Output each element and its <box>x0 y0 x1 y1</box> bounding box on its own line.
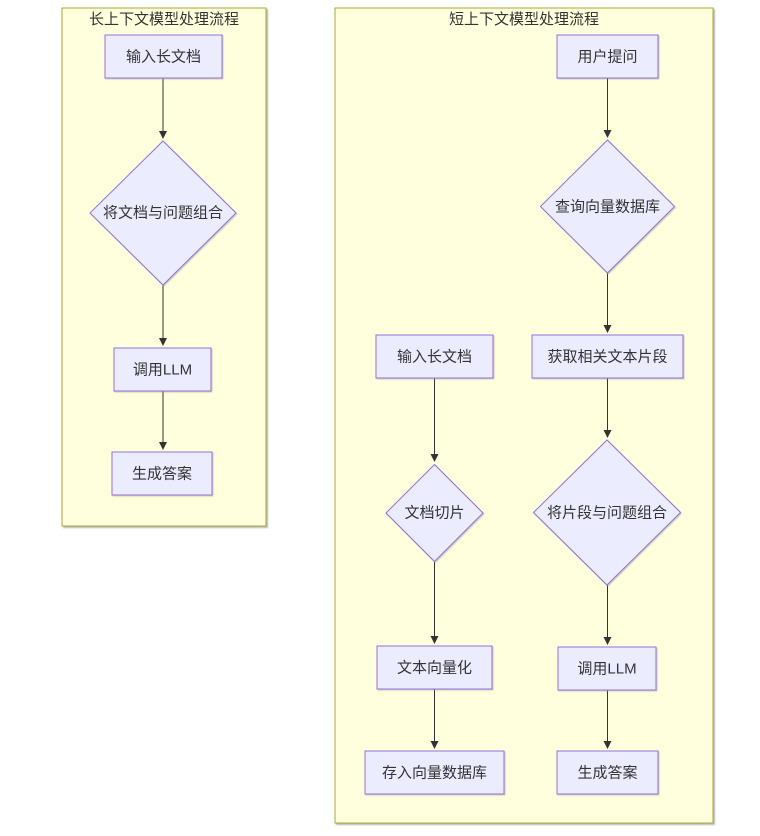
node-combine-doc-question-shape <box>89 140 237 286</box>
cluster-short-context: 短上下文模型处理流程 用户提问 查询向量数据库 获取相关文本片段 将片段与问题组… <box>334 7 714 824</box>
node-generate-answer-left-box <box>111 451 213 496</box>
node-input-doc-label: 输入长文档 <box>126 49 201 66</box>
node-call-llm-right: 调用LLM <box>557 646 657 691</box>
node-combine-doc-question: 将文档与问题组合 <box>89 140 237 286</box>
cluster-short-context-title: 短上下文模型处理流程 <box>449 11 599 28</box>
node-user-question-label: 用户提问 <box>577 49 637 66</box>
node-call-llm-left: 调用LLM <box>113 347 212 392</box>
node-generate-answer-right-label: 生成答案 <box>577 764 637 782</box>
node-call-llm-right-box <box>557 646 657 691</box>
node-combine-fragments-question: 将片段与问题组合 <box>532 439 682 586</box>
node-get-text-fragments-box <box>531 334 684 379</box>
node-slice-doc-label: 文档切片 <box>404 505 464 522</box>
node-combine-fragments-question-shape <box>532 439 682 586</box>
node-store-vector-db-label: 存入向量数据库 <box>382 765 487 782</box>
node-input-long-doc-label: 输入长文档 <box>397 349 472 366</box>
node-generate-answer-left-label: 生成答案 <box>132 465 192 483</box>
node-query-vector-db: 查询向量数据库 <box>539 139 676 274</box>
node-call-llm-left-box <box>113 347 212 392</box>
node-vectorize-text: 文本向量化 <box>376 645 493 690</box>
node-combine-fragments-question-label: 将片段与问题组合 <box>547 505 667 522</box>
cluster-short-context-box <box>334 7 714 824</box>
node-slice-doc-shape <box>385 463 484 563</box>
node-input-long-doc-box <box>375 334 494 379</box>
node-call-llm-right-label: 调用LLM <box>577 661 636 678</box>
node-get-text-fragments-label: 获取相关文本片段 <box>547 349 667 366</box>
node-store-vector-db-box <box>364 750 505 795</box>
cluster-long-context: 长上下文模型处理流程 输入长文档 将文档与问题组合 调用LLM 生成答案 <box>61 7 267 527</box>
node-combine-doc-question-label: 将文档与问题组合 <box>103 205 223 222</box>
node-store-vector-db: 存入向量数据库 <box>364 750 505 795</box>
node-vectorize-text-box <box>376 645 493 690</box>
node-input-long-doc: 输入长文档 <box>375 334 494 379</box>
node-generate-answer-right-box <box>556 750 659 795</box>
node-user-question-box <box>556 34 659 79</box>
node-slice-doc: 文档切片 <box>385 463 484 563</box>
node-query-vector-db-shape <box>539 139 676 274</box>
node-vectorize-text-label: 文本向量化 <box>397 660 472 677</box>
node-input-doc-box <box>104 34 223 79</box>
node-generate-answer-left: 生成答案 <box>111 451 213 496</box>
node-input-doc: 输入长文档 <box>104 34 223 79</box>
node-call-llm-left-label: 调用LLM <box>133 362 192 379</box>
node-user-question: 用户提问 <box>556 34 659 79</box>
node-generate-answer-right: 生成答案 <box>556 750 659 795</box>
node-query-vector-db-label: 查询向量数据库 <box>555 199 660 216</box>
node-get-text-fragments: 获取相关文本片段 <box>531 334 684 379</box>
cluster-long-context-title: 长上下文模型处理流程 <box>89 11 239 28</box>
